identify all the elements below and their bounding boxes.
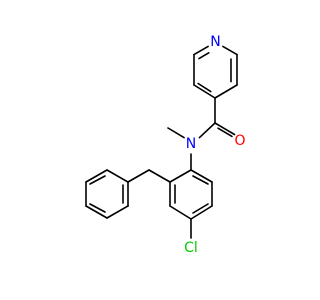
bond <box>192 175 209 185</box>
bond <box>106 205 129 219</box>
bond <box>193 45 209 56</box>
chlorine-label: Cl <box>184 240 198 256</box>
carbonyl-oxygen-label: O <box>234 133 245 149</box>
bond <box>193 84 216 99</box>
pyridine-nitrogen-label: N <box>210 34 220 50</box>
bond <box>214 122 236 136</box>
bond <box>222 45 238 56</box>
bond <box>190 169 213 183</box>
bond <box>167 127 185 139</box>
molecule-structure-drawing: N O N Cl <box>85 34 246 256</box>
bond <box>190 205 213 220</box>
bond <box>214 84 238 99</box>
bond <box>148 169 171 183</box>
bonds <box>85 45 238 239</box>
bond <box>85 169 108 183</box>
atom-labels: N O N Cl <box>184 34 245 256</box>
bond <box>217 127 233 138</box>
bond <box>127 169 150 183</box>
bond <box>106 169 129 183</box>
bond <box>192 203 209 214</box>
bond <box>198 122 216 139</box>
bond <box>197 82 212 93</box>
bond <box>169 205 192 220</box>
bond <box>85 205 108 219</box>
amide-nitrogen-label: N <box>186 136 196 152</box>
bond <box>198 51 210 60</box>
bond <box>89 175 106 185</box>
bond <box>89 203 106 213</box>
bond <box>169 169 192 183</box>
